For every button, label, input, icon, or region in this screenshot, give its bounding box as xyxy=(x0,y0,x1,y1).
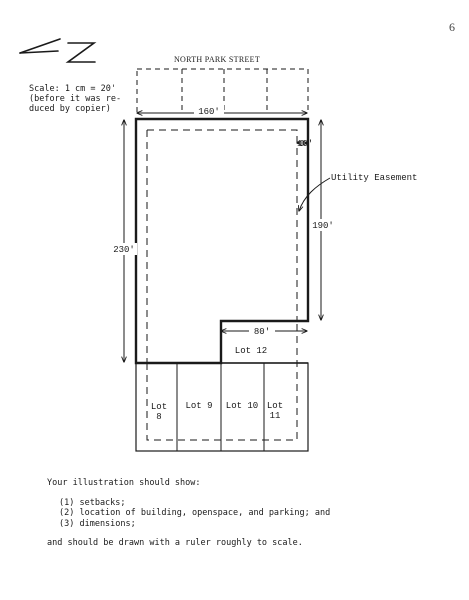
instructions-block: Your illustration should show: (1) setba… xyxy=(47,478,447,549)
instructions-intro: Your illustration should show: xyxy=(47,478,201,488)
street-name-label: NORTH PARK STREET xyxy=(174,55,260,64)
instructions-list: (1) setbacks; (2) location of building, … xyxy=(59,498,447,530)
easement-width-label: 10' xyxy=(297,139,313,149)
lot-11-label: Lot xyxy=(267,401,283,411)
parcel-boundary xyxy=(134,117,310,365)
lot-9-label: Lot 9 xyxy=(185,401,212,411)
lot-12-label: Lot 12 xyxy=(235,346,267,356)
lot-10-label: Lot 10 xyxy=(226,401,258,411)
instruction-item: (2) location of building, openspace, and… xyxy=(59,508,331,518)
instructions-closing: and should be drawn with a ruler roughly… xyxy=(47,538,303,548)
north-arrow-icon xyxy=(19,38,97,63)
utility-easement-label: Utility Easement xyxy=(331,173,417,183)
utility-easement-line xyxy=(146,129,298,363)
lower-lots xyxy=(135,321,309,452)
page-number: 6 xyxy=(449,20,455,34)
utility-easement-pointer xyxy=(299,177,331,211)
dimension-height-left-label: 230' xyxy=(113,245,135,255)
lot-8-number: 8 xyxy=(156,412,161,422)
scale-note: Scale: 1 cm = 20' (before it was re- duc… xyxy=(29,84,122,114)
lot-11-number: 11 xyxy=(270,411,281,421)
notch-width-label: 80' xyxy=(254,327,270,337)
dimension-height-right-label: 190' xyxy=(312,221,334,231)
instruction-item: (1) setbacks; xyxy=(59,497,126,508)
lot-8-label: Lot xyxy=(151,402,167,412)
dimension-width-label: 160' xyxy=(198,107,220,117)
instruction-item: (3) dimensions; xyxy=(59,518,136,529)
